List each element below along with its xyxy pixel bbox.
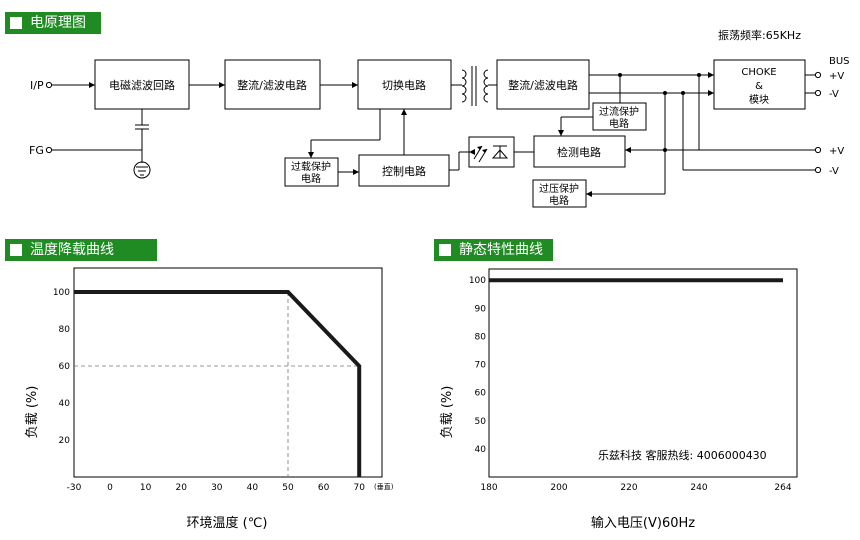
fg-label: FG: [29, 144, 44, 157]
choke-label-line1: CHOKE: [741, 67, 776, 78]
derating-x-tick-label: 40: [247, 483, 259, 493]
static-x-tick-label: 180: [480, 483, 497, 493]
bus-neg-terminal: [814, 89, 822, 97]
bus-label: BUS: [829, 56, 850, 67]
detect-label: 检测电路: [557, 145, 601, 159]
rectifier-2-label: 整流/滤波电路: [508, 78, 578, 92]
out-pos-label: +V: [829, 146, 844, 157]
hotline-annotation: 乐兹科技 客服热线: 4006000430: [598, 448, 767, 462]
schematic-header: 电原理图: [5, 12, 101, 34]
olp-label-line1: 过载保护: [291, 160, 331, 173]
static-y-axis-label: 负载 (%): [440, 386, 455, 439]
static-x-tick-label: 220: [620, 483, 637, 493]
static-y-tick-label: 50: [475, 417, 487, 427]
derating-x-unit-note: (垂直): [374, 482, 394, 491]
derating-curve: [74, 290, 362, 477]
derating-y-axis-label: 负载 (%): [25, 386, 40, 439]
header-square-icon: [10, 244, 22, 256]
derating-x-tick-label: 70: [353, 483, 365, 493]
control-label: 控制电路: [382, 164, 426, 178]
static-header: 静态特性曲线: [434, 239, 553, 261]
ip-terminal: [45, 81, 53, 89]
derating-x-tick-label: 10: [140, 483, 152, 493]
header-square-icon: [10, 17, 22, 29]
choke-label-line2: &: [755, 81, 763, 92]
derating-x-tick-label: 60: [318, 483, 330, 493]
out-neg-label: -V: [829, 166, 839, 177]
out-neg-terminal: [814, 166, 822, 174]
static-y-tick-label: 60: [475, 389, 487, 399]
static-plot-frame: [488, 268, 798, 478]
derating-header-label: 温度降载曲线: [30, 242, 114, 258]
static-y-tick-label: 100: [469, 276, 486, 286]
derating-x-tick-label: 20: [175, 483, 187, 493]
static-y-tick-label: 90: [475, 304, 487, 314]
derating-y-tick-label: 20: [59, 436, 71, 446]
derating-x-tick-label: 30: [211, 483, 223, 493]
ip-label: I/P: [30, 79, 44, 92]
static-y-tick-label: 40: [475, 445, 487, 455]
derating-x-tick-label: 50: [282, 483, 294, 493]
transformer-primary-icon: [461, 69, 467, 103]
static-y-tick-label: 80: [475, 332, 487, 342]
out-pos-terminal: [814, 146, 822, 154]
block-diagram: 电磁滤波回路 整流/滤波电路 切换电路 整流/滤波电路 CHOKE & 模块 过…: [29, 28, 850, 208]
static-header-label: 静态特性曲线: [459, 242, 543, 258]
bus-pos-terminal: [814, 71, 822, 79]
choke-label-line3: 模块: [749, 94, 769, 106]
switch-label: 切换电路: [382, 78, 426, 92]
ground-icon: [133, 161, 151, 179]
derating-header: 温度降载曲线: [5, 239, 157, 261]
static-x-tick-label: 240: [690, 483, 707, 493]
derating-x-tick-label: 0: [107, 483, 113, 493]
static-y-tick-label: 70: [475, 361, 487, 371]
derating-x-axis-label: 环境温度 (℃): [187, 515, 268, 531]
ocp-label-line2: 电路: [609, 117, 629, 130]
schematic-header-label: 电原理图: [30, 15, 86, 31]
olp-label-line2: 电路: [301, 172, 321, 185]
derating-plot-frame: [73, 267, 383, 478]
ocp-label-line1: 过流保护: [599, 105, 639, 118]
derating-y-tick-label: 40: [59, 399, 71, 409]
static-x-tick-label: 200: [550, 483, 567, 493]
static-x-axis-label: 输入电压(V)60Hz: [591, 515, 695, 531]
bus-pos-label: +V: [829, 71, 844, 82]
emi-filter-label: 电磁滤波回路: [109, 79, 175, 92]
derating-y-tick-label: 80: [59, 325, 71, 335]
static-x-tick-label: 264: [774, 483, 791, 493]
fg-terminal: [45, 146, 53, 154]
osc-frequency-label: 振荡频率:65KHz: [718, 28, 801, 42]
ovp-label-line2: 电路: [549, 194, 569, 207]
choke-module-block: [713, 59, 806, 110]
derating-x-tick-label: -30: [67, 483, 82, 493]
derating-y-tick-label: 60: [59, 362, 71, 372]
header-square-icon: [439, 244, 451, 256]
transformer-secondary-icon: [483, 69, 489, 103]
rectifier-1-label: 整流/滤波电路: [237, 78, 307, 92]
derating-y-tick-label: 100: [53, 288, 70, 298]
ovp-label-line1: 过压保护: [539, 182, 579, 195]
bus-neg-label: -V: [829, 89, 839, 100]
